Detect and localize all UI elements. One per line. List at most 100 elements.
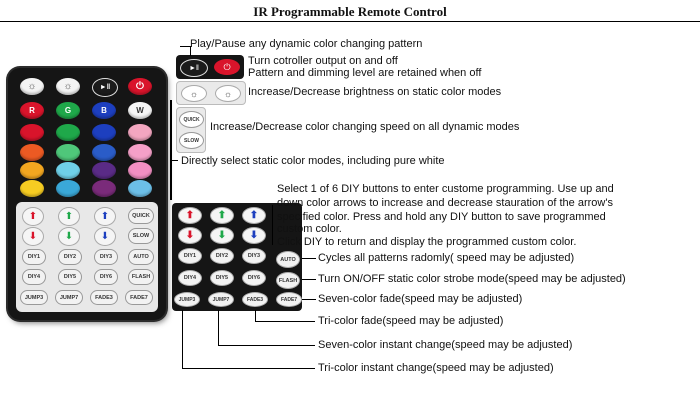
static-color-button[interactable] xyxy=(128,162,152,179)
play-pause-annotation: Play/Pause any dynamic color changing pa… xyxy=(190,38,423,50)
jump7-pointer-h xyxy=(218,345,315,346)
jump3-button[interactable]: JUMP3 xyxy=(20,290,48,305)
up-arrow-icon: ⬆ xyxy=(178,207,202,224)
diy-annotation-1: Select 1 of 6 DIY buttons to enter custo… xyxy=(277,183,614,195)
color-b-button[interactable]: B xyxy=(92,102,116,119)
fade3-pointer-v xyxy=(255,310,256,321)
diy-icon: DIY4 xyxy=(178,270,202,286)
quick-icon: QUICK xyxy=(179,111,204,128)
play-pause-icon: ►‖ xyxy=(180,59,208,77)
diy-icon: DIY3 xyxy=(242,248,266,264)
brightness-callout: ☼ ☼ xyxy=(176,81,246,105)
fade3-annotation: Tri-color fade(speed may be adjusted) xyxy=(318,315,504,327)
diy1-button[interactable]: DIY1 xyxy=(22,249,46,265)
brightness-down-button[interactable]: ☼ xyxy=(56,78,80,95)
auto-pointer xyxy=(302,258,316,259)
diy4-button[interactable]: DIY4 xyxy=(22,269,46,285)
page-title: IR Programmable Remote Control xyxy=(253,4,447,19)
jump7-button[interactable]: JUMP7 xyxy=(55,290,83,305)
jump-fade-icon: JUMP7 xyxy=(208,292,234,307)
jump7-annotation: Seven-color instant change(speed may be … xyxy=(318,339,573,351)
diy-annotation-4: custom color. xyxy=(277,223,342,235)
diy3-button[interactable]: DIY3 xyxy=(94,249,118,265)
jump-fade-icon: FADE3 xyxy=(242,292,268,307)
diy-icon: DIY5 xyxy=(210,270,234,286)
static-connector xyxy=(170,160,178,161)
green-down-arrow-button[interactable]: ⬇ xyxy=(58,227,80,246)
fade7-pointer xyxy=(302,299,316,300)
power-icon: ⏻ xyxy=(214,59,240,75)
up-arrow-icon: ⬆ xyxy=(242,207,266,224)
color-w-button[interactable]: W xyxy=(128,102,152,119)
down-arrow-icon: ⬇ xyxy=(210,227,234,244)
diy-annotation-2: down color arrows to increase and decrea… xyxy=(277,197,613,209)
static-color-button[interactable] xyxy=(56,144,80,161)
remote-control: ☼ ☼ ►‖ ⏻ ⬆ ⬆ ⬆ QUICK ⬇ ⬇ ⬇ SLOW DIY1 DIY… xyxy=(8,68,166,320)
flash-pointer xyxy=(302,279,316,280)
jump3-pointer-v xyxy=(182,310,183,368)
red-up-arrow-button[interactable]: ⬆ xyxy=(22,207,44,226)
flash-annotation: Turn ON/OFF static color strobe mode(spe… xyxy=(318,273,626,285)
static-color-button[interactable] xyxy=(56,124,80,141)
slow-button[interactable]: SLOW xyxy=(128,228,154,244)
static-color-button[interactable] xyxy=(92,124,116,141)
diy5-button[interactable]: DIY5 xyxy=(58,269,82,285)
auto-icon: AUTO xyxy=(276,251,300,268)
power-button[interactable]: ⏻ xyxy=(128,78,152,95)
diy-icon: DIY2 xyxy=(210,248,234,264)
jump3-pointer-h xyxy=(182,368,315,369)
diy2-button[interactable]: DIY2 xyxy=(58,249,82,265)
down-arrow-icon: ⬇ xyxy=(178,227,202,244)
static-color-button[interactable] xyxy=(56,162,80,179)
play-power-callout: ►‖ ⏻ xyxy=(176,55,244,79)
diy-icon: DIY1 xyxy=(178,248,202,264)
static-color-button[interactable] xyxy=(92,180,116,197)
brightness-down-icon: ☼ xyxy=(215,85,241,102)
static-color-button[interactable] xyxy=(128,180,152,197)
flash-icon: FLASH xyxy=(276,272,300,289)
diy6-button[interactable]: DIY6 xyxy=(94,269,118,285)
jump7-pointer-v xyxy=(218,310,219,345)
red-down-arrow-button[interactable]: ⬇ xyxy=(22,227,44,246)
title-underline xyxy=(0,21,700,22)
auto-button[interactable]: AUTO xyxy=(128,249,154,265)
static-color-button[interactable] xyxy=(20,124,44,141)
down-arrow-icon: ⬇ xyxy=(242,227,266,244)
play-pause-pointer-h xyxy=(180,46,190,47)
play-pause-pointer xyxy=(190,46,191,56)
fade3-button[interactable]: FADE3 xyxy=(90,290,118,305)
play-pause-button[interactable]: ►‖ xyxy=(92,78,118,97)
green-up-arrow-button[interactable]: ⬆ xyxy=(58,207,80,226)
flash-button[interactable]: FLASH xyxy=(128,269,154,285)
speed-annotation: Increase/Decrease color changing speed o… xyxy=(210,121,520,133)
static-color-button[interactable] xyxy=(56,180,80,197)
blue-up-arrow-button[interactable]: ⬆ xyxy=(94,207,116,226)
brightness-annotation: Increase/Decrease brightness on static c… xyxy=(248,86,502,98)
static-color-button[interactable] xyxy=(92,162,116,179)
diy-bracket xyxy=(272,205,273,245)
up-arrow-icon: ⬆ xyxy=(210,207,234,224)
static-color-button[interactable] xyxy=(20,180,44,197)
color-g-button[interactable]: G xyxy=(56,102,80,119)
static-color-button[interactable] xyxy=(128,124,152,141)
static-annotation: Directly select static color modes, incl… xyxy=(181,155,445,167)
static-color-button[interactable] xyxy=(20,144,44,161)
quick-button[interactable]: QUICK xyxy=(128,208,154,224)
fade7-button[interactable]: FADE7 xyxy=(125,290,153,305)
fade3-pointer-h xyxy=(255,321,315,322)
diy-icon: DIY6 xyxy=(242,270,266,286)
static-color-button[interactable] xyxy=(128,144,152,161)
diy-annotation-5: Click DIY to return and display the prog… xyxy=(277,236,577,248)
jump3-annotation: Tri-color instant change(speed may be ad… xyxy=(318,362,554,374)
speed-callout: QUICK SLOW xyxy=(176,107,206,153)
jump-fade-icon: JUMP3 xyxy=(174,292,200,307)
static-color-button[interactable] xyxy=(92,144,116,161)
brightness-up-icon: ☼ xyxy=(181,85,207,102)
brightness-up-button[interactable]: ☼ xyxy=(20,78,44,95)
slow-icon: SLOW xyxy=(179,132,204,149)
diy-annotation-3: specified color. Press and hold any DIY … xyxy=(277,211,606,223)
blue-down-arrow-button[interactable]: ⬇ xyxy=(94,227,116,246)
static-color-button[interactable] xyxy=(20,162,44,179)
color-r-button[interactable]: R xyxy=(20,102,44,119)
